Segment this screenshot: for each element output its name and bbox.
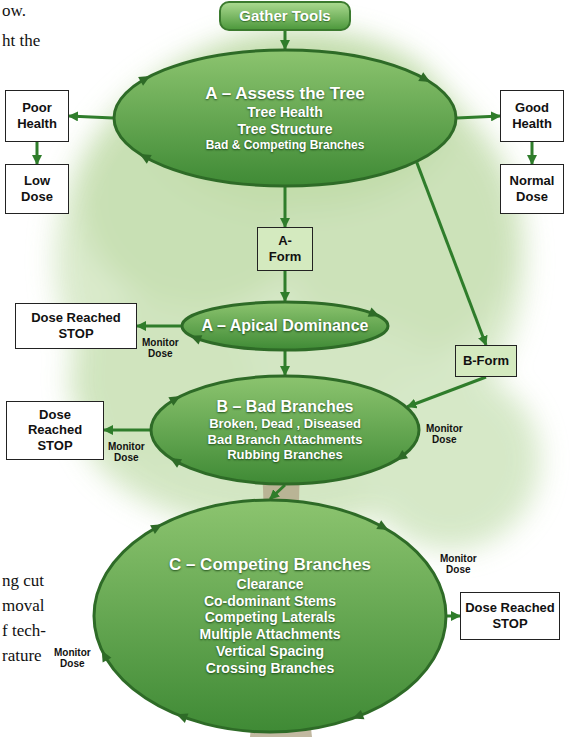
cycle-arrowhead: [368, 307, 380, 316]
cycle-arrowhead: [170, 458, 182, 468]
monitor-note: Monitor Dose: [54, 648, 91, 669]
step-ellipse: B – Bad BranchesBroken, Dead , DiseasedB…: [149, 374, 421, 486]
node-content: Good Health: [505, 100, 559, 131]
flow-arrow: [417, 162, 486, 345]
monitor-note: Monitor Dose: [108, 442, 145, 463]
outcome-box: Dose Reached STOP: [460, 592, 560, 640]
node-heading: Dose Reached STOP: [465, 600, 555, 631]
node-content: Gather Tools: [239, 7, 330, 25]
monitor-note: Monitor Dose: [142, 338, 179, 359]
node-heading: Dose Reached STOP: [20, 310, 132, 341]
cycle-arrowhead: [352, 710, 364, 719]
text-fragment: moval: [2, 597, 45, 616]
cycle-arrowhead: [140, 154, 152, 164]
text-fragment: ow.: [2, 2, 26, 21]
flow-arrow: [36, 142, 39, 164]
node-heading: C – Competing Branches: [169, 555, 371, 575]
node-heading: Dose Reached STOP: [11, 407, 99, 454]
cycle-arrowhead: [176, 714, 188, 723]
node-text: Vertical Spacing: [169, 643, 371, 660]
outcome-box: Good Health: [500, 90, 564, 142]
cycle-arrowhead: [190, 335, 202, 344]
node-heading: Normal Dose: [505, 173, 559, 204]
cycle-arrowhead: [138, 76, 150, 86]
flow-arrow: [137, 325, 181, 328]
step-ellipse: A – Apical Dominance: [180, 300, 390, 352]
ellipse-shape: [94, 500, 446, 732]
node-text: Bad & Competing Branches: [205, 138, 364, 152]
flow-arrow: [457, 116, 500, 118]
outcome-box: Poor Health: [5, 90, 69, 142]
ellipse-shape: [151, 376, 419, 484]
cycle-arrowhead: [102, 650, 112, 662]
cycle-arrowhead: [150, 524, 162, 534]
node-content: A-Form: [262, 233, 308, 264]
cycle-arrowhead: [396, 450, 408, 460]
node-content: Dose Reached STOP: [20, 310, 132, 341]
node-heading: Good Health: [505, 100, 559, 131]
node-heading: Poor Health: [10, 100, 64, 131]
form-box: A-Form: [257, 227, 313, 271]
node-content: A – Apical Dominance: [202, 316, 369, 335]
cycle-arrowhead: [168, 396, 180, 406]
flow-arrow: [104, 429, 150, 432]
node-heading: A – Apical Dominance: [202, 316, 369, 335]
outcome-box: Dose Reached STOP: [15, 303, 137, 349]
step-ellipse: A – Assess the TreeTree HealthTree Struc…: [112, 48, 458, 188]
flow-arrow: [284, 351, 287, 375]
node-text: Co-dominant Stems: [169, 593, 371, 610]
node-content: Low Dose: [10, 173, 64, 204]
node-content: Dose Reached STOP: [465, 600, 555, 631]
monitor-note: Monitor Dose: [440, 554, 477, 575]
node-heading: A – Assess the Tree: [205, 84, 364, 104]
flow-arrow: [69, 116, 113, 118]
node-text: Broken, Dead , Diseased: [208, 416, 363, 432]
ellipse-shape: [182, 302, 388, 350]
node-content: Poor Health: [10, 100, 64, 131]
flow-arrow: [407, 377, 486, 407]
node-text: Clearance: [169, 576, 371, 593]
node-heading: Low Dose: [10, 173, 64, 204]
start-pill: Gather Tools: [219, 1, 351, 31]
flow-arrow: [284, 187, 287, 227]
text-fragment: f tech-: [2, 622, 46, 641]
ellipse-shape: [114, 50, 456, 186]
node-content: Dose Reached STOP: [11, 407, 99, 454]
node-heading: B – Bad Branches: [208, 397, 363, 416]
node-text: Competing Laterals: [169, 609, 371, 626]
text-fragment: ng cut: [2, 572, 44, 591]
outcome-box: Normal Dose: [500, 164, 564, 214]
node-text: Tree Structure: [205, 121, 364, 138]
node-text: Crossing Branches: [169, 660, 371, 677]
form-box: B-Form: [455, 345, 517, 377]
outcome-box: Low Dose: [5, 164, 69, 214]
tree-foliage: [55, 30, 540, 550]
text-fragment: ht the: [2, 32, 40, 51]
flow-arrow: [531, 142, 534, 164]
flow-arrow: [270, 485, 285, 499]
node-content: B – Bad BranchesBroken, Dead , DiseasedB…: [208, 397, 363, 463]
text-fragment: rature: [2, 647, 42, 666]
node-heading: A-Form: [262, 233, 308, 264]
flow-arrow: [284, 271, 287, 301]
node-content: A – Assess the TreeTree HealthTree Struc…: [205, 84, 364, 152]
node-text: Tree Health: [205, 104, 364, 121]
outcome-box: Dose Reached STOP: [6, 401, 104, 460]
node-content: B-Form: [463, 353, 509, 369]
monitor-note: Monitor Dose: [426, 424, 463, 445]
cycle-arrowhead: [376, 520, 388, 530]
step-ellipse: C – Competing BranchesClearanceCo-domina…: [92, 498, 448, 734]
node-content: C – Competing BranchesClearanceCo-domina…: [169, 555, 371, 676]
flow-arrow: [447, 615, 460, 618]
node-text: Rubbing Branches: [208, 447, 363, 463]
node-text: Bad Branch Attachments: [208, 432, 363, 448]
flow-arrow: [284, 31, 287, 49]
node-text: Multiple Attachments: [169, 626, 371, 643]
node-heading: Gather Tools: [239, 7, 330, 25]
node-content: Normal Dose: [505, 173, 559, 204]
cycle-arrowhead: [418, 72, 430, 82]
node-heading: B-Form: [463, 353, 509, 369]
